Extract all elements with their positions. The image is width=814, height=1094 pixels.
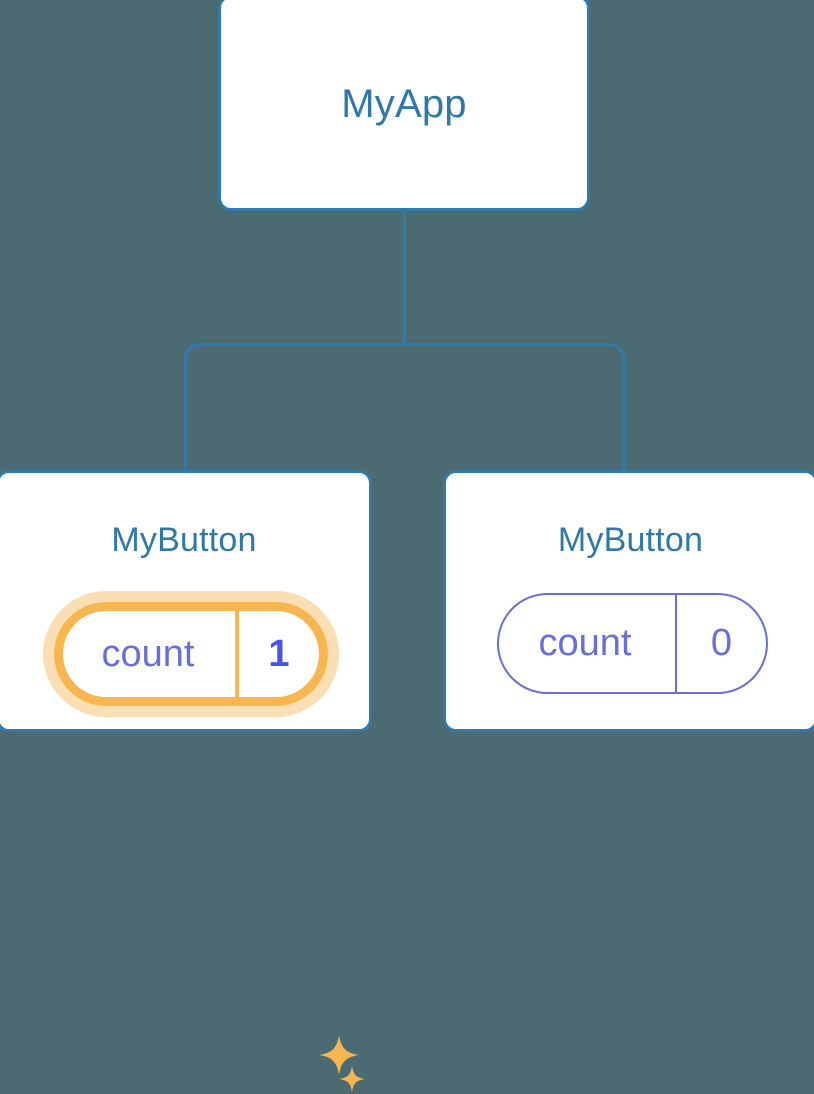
node-mybutton-1[interactable]: MyButton count 1 (0, 470, 372, 1092)
connector-branch-left (183, 343, 405, 472)
state-chip-body[interactable]: count 0 (497, 593, 768, 694)
state-chip-key: count (101, 632, 195, 675)
state-chip-body[interactable]: count 1 (54, 602, 328, 706)
sparkle-small-icon (339, 1066, 365, 1092)
node-myapp[interactable]: MyApp (218, 0, 590, 211)
state-chip-glow (43, 591, 339, 717)
node-mybutton-2-title: MyButton (557, 521, 704, 559)
state-chip-key: count (538, 622, 632, 664)
sparkle-large-icon (319, 1035, 359, 1075)
node-mybutton-1-title: MyButton (111, 521, 257, 559)
state-chip-count-1[interactable]: count 1 (43, 591, 339, 717)
node-mybutton-2[interactable]: MyButton count 0 (443, 470, 814, 732)
state-chip-value: 1 (235, 611, 319, 697)
state-chip-count-0[interactable]: count 0 (497, 593, 768, 694)
state-chip-value: 0 (675, 595, 766, 692)
connector-branch-right (404, 343, 626, 472)
node-myapp-title: MyApp (341, 82, 467, 126)
